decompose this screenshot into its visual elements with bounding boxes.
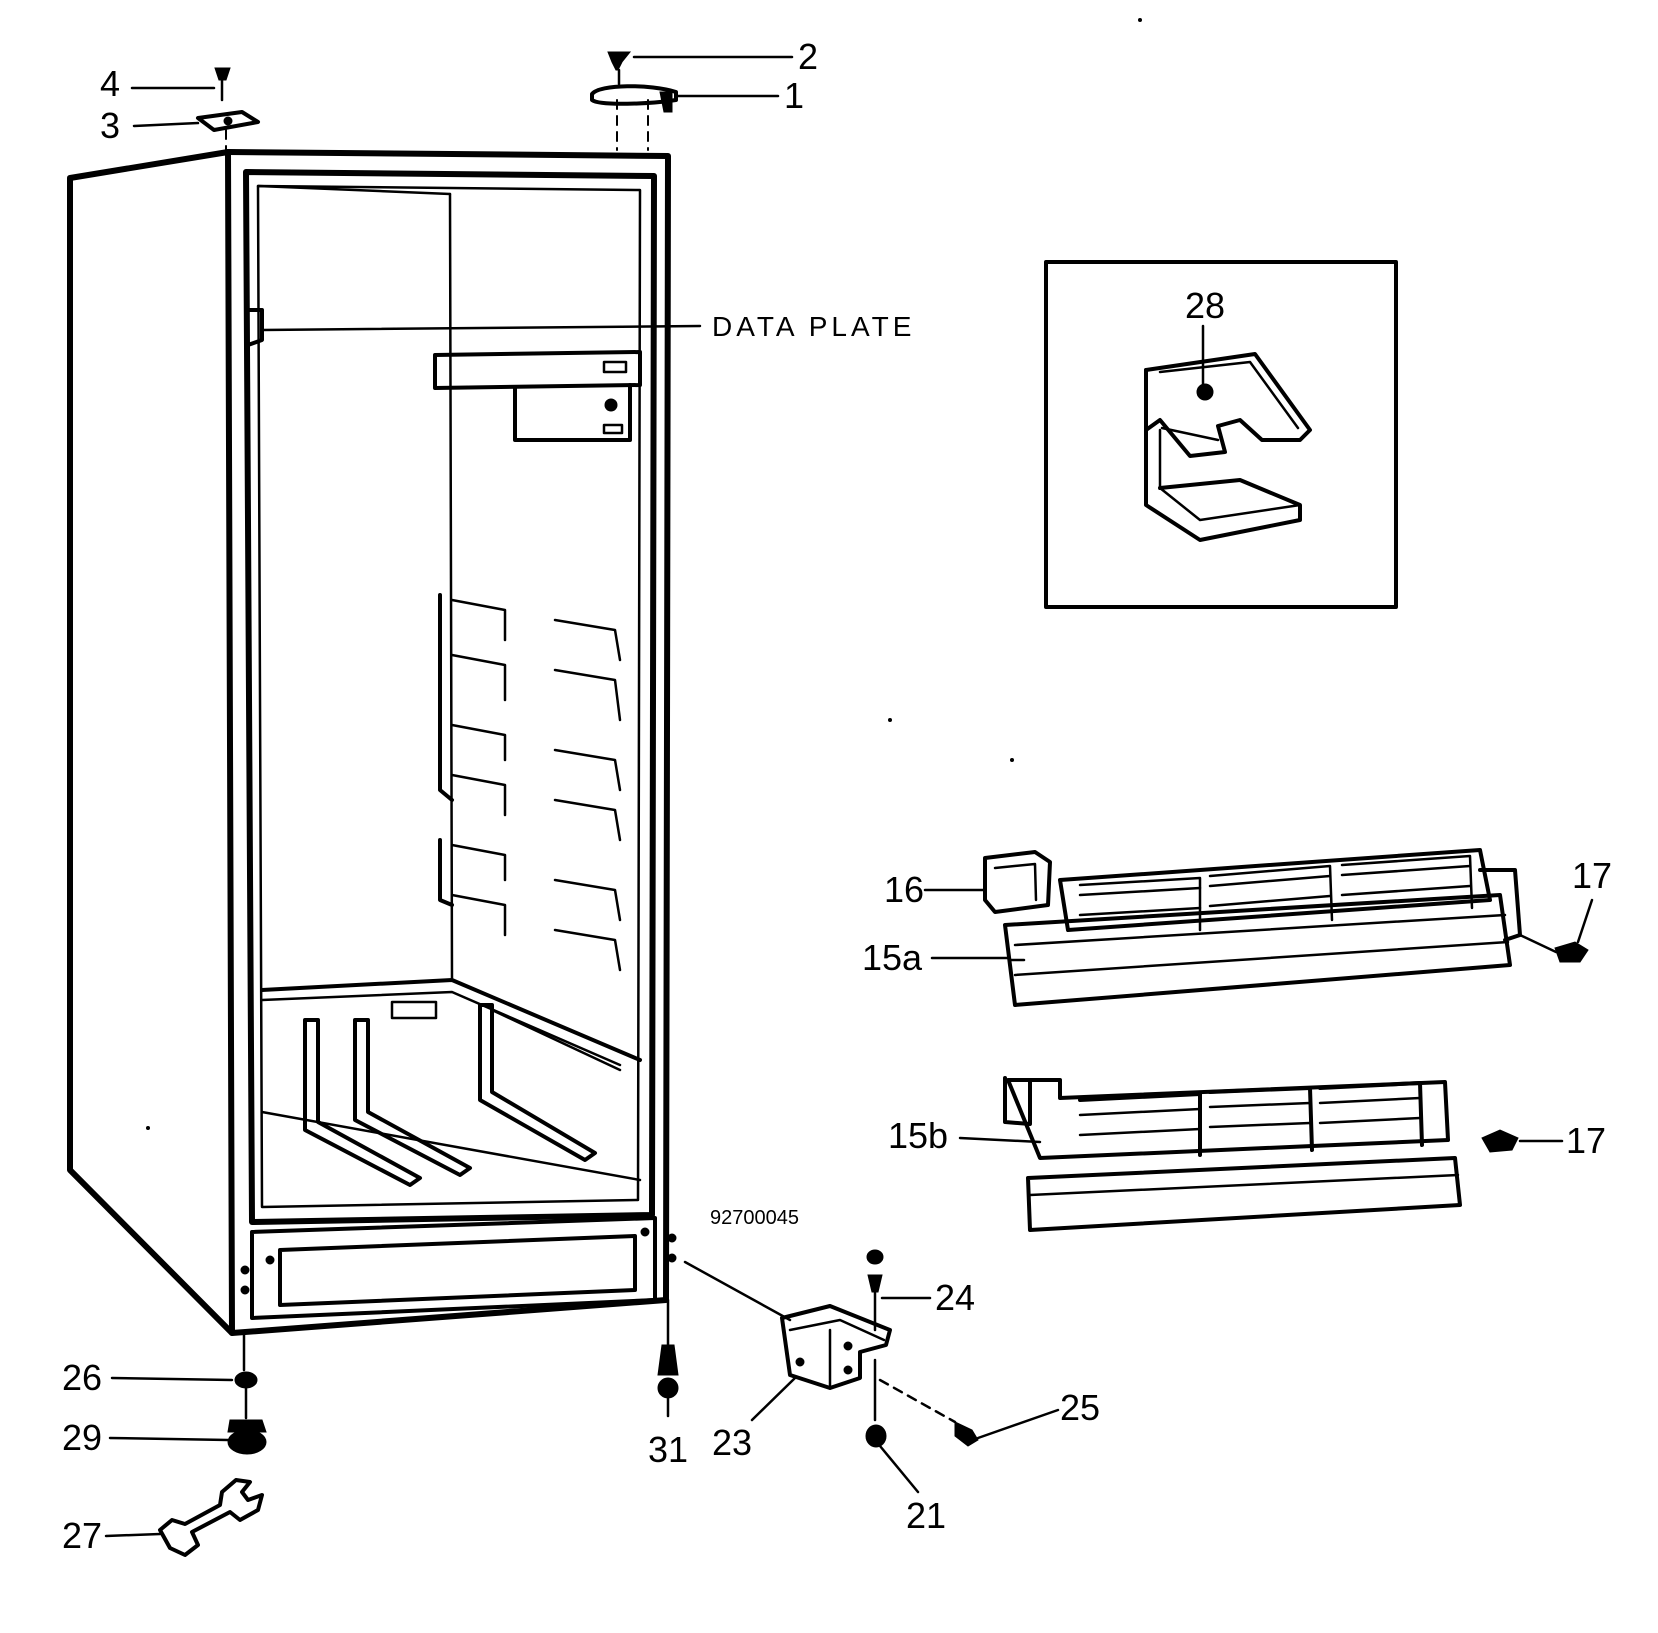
door-shelf-15a: 16 15a 17: [862, 848, 1612, 1007]
inset-part-28: 28: [1044, 260, 1398, 609]
speck: [1138, 18, 1142, 22]
callout-17-bottom: 17: [1566, 1120, 1606, 1161]
kick-plate: [240, 1216, 677, 1320]
callout-23: 23: [712, 1422, 752, 1463]
leveling-parts: 26 29 27: [62, 1331, 267, 1557]
callout-28: 28: [1185, 285, 1225, 326]
top-hinge-parts: 2 1 4 3: [100, 36, 818, 153]
cabinet: [67, 149, 702, 1336]
callout-15b: 15b: [888, 1115, 948, 1156]
door-shelf-15b: 15b 17: [888, 1076, 1606, 1232]
callout-24: 24: [935, 1277, 975, 1318]
callout-2: 2: [798, 36, 818, 77]
callout-29: 29: [62, 1417, 102, 1458]
drawing-number: 92700045: [710, 1207, 799, 1229]
callout-16: 16: [884, 869, 924, 910]
callout-15a: 15a: [862, 937, 923, 978]
callout-26: 26: [62, 1357, 102, 1398]
shelf-supports-right: [553, 618, 622, 972]
bottom-hinge-parts: 23 24 21 25 31: [648, 1249, 1100, 1536]
callout-17-top: 17: [1572, 855, 1612, 896]
speck: [888, 718, 892, 722]
bottom-rails: [260, 978, 642, 1187]
callout-27: 27: [62, 1515, 102, 1556]
callout-21: 21: [906, 1495, 946, 1536]
callout-4: 4: [100, 63, 120, 104]
shelf-supports-left: [438, 593, 507, 937]
speck: [1010, 758, 1014, 762]
callout-1: 1: [784, 75, 804, 116]
data-plate-label: DATA PLATE: [712, 311, 915, 342]
speck: [146, 1126, 150, 1130]
callout-25: 25: [1060, 1387, 1100, 1428]
callout-31: 31: [648, 1429, 688, 1470]
callout-3: 3: [100, 105, 120, 146]
